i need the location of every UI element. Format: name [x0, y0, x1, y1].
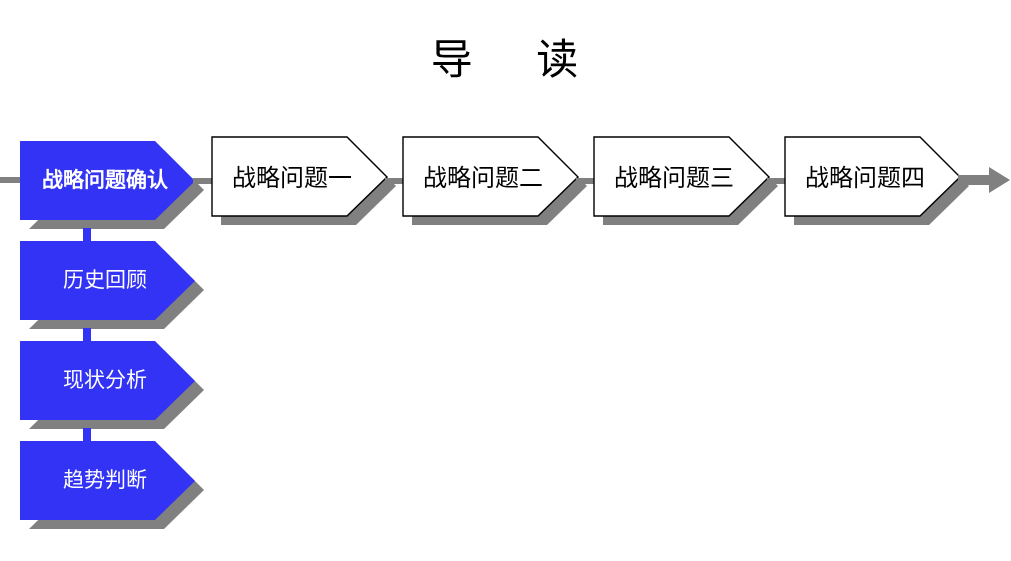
page-title: 导 读	[430, 35, 581, 84]
step-5-shape	[784, 136, 961, 217]
column-item-1-shape	[20, 241, 195, 320]
column-connector-2	[83, 328, 91, 342]
entry-connector-line	[0, 177, 24, 183]
column-item-3-shape	[20, 441, 195, 520]
step-1-shape	[20, 141, 195, 220]
connector-2-3	[385, 178, 407, 184]
exit-arrow	[958, 167, 1010, 193]
step-4-shape	[593, 136, 770, 217]
step-3-shape	[402, 136, 579, 217]
connector-1-2	[193, 178, 215, 184]
step-2-shape	[211, 136, 388, 217]
connector-3-4	[576, 178, 598, 184]
connector-4-5	[767, 178, 789, 184]
column-connector-3	[83, 428, 91, 442]
column-connector-1	[83, 228, 91, 242]
column-item-2-shape	[20, 341, 195, 420]
